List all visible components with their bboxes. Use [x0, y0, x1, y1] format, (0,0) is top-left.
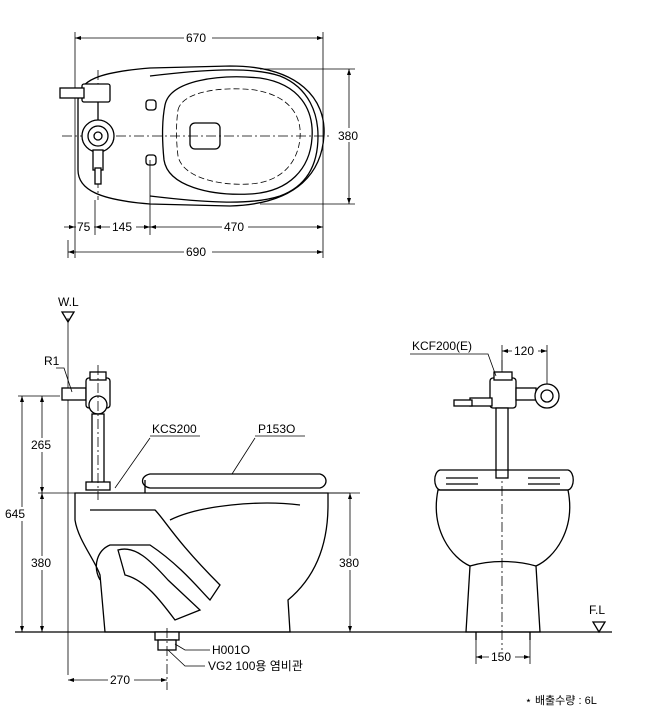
dim-120-label: 120	[514, 344, 534, 358]
plan-view	[59, 32, 355, 258]
dim-645-label: 645	[5, 507, 25, 521]
dim-145-label: 145	[112, 220, 132, 234]
vg2-label: VG2 100용 염비관	[208, 659, 303, 673]
seat-side	[141, 473, 327, 489]
floor-level-marker	[591, 621, 607, 634]
r1-leader	[56, 367, 73, 393]
water-level-marker	[60, 311, 76, 324]
dim-380-plan-label: 380	[338, 129, 358, 143]
p153o-label: P153O	[258, 422, 295, 436]
kcf-leader	[410, 353, 497, 377]
dim-670-label: 670	[186, 31, 206, 45]
dim-380-side-right-label: 380	[339, 556, 359, 570]
front-view	[410, 345, 607, 664]
dim-75-label: 75	[77, 220, 91, 234]
bowl-outline	[77, 65, 325, 207]
dim-690-label: 690	[186, 245, 206, 259]
kcs200-label: KCS200	[152, 422, 197, 436]
dim-380-side-left-label: 380	[31, 556, 51, 570]
toilet-body-side	[74, 492, 329, 633]
discharge-note: ⋆ 배출수량 : 6L	[525, 694, 597, 707]
h001o-label: H001O	[212, 643, 250, 657]
r1-label: R1	[44, 354, 60, 368]
labels: 670 380 75 145 470 690 W.L R1 KCS200 P15…	[4, 31, 605, 707]
side-view	[15, 311, 612, 690]
dim-150-label: 150	[491, 650, 511, 664]
floor-level-label: F.L	[589, 603, 605, 617]
water-level-label: W.L	[58, 295, 79, 309]
dim-270-label: 270	[110, 673, 130, 687]
kcf200e-label: KCF200(E)	[412, 339, 472, 353]
toilet-front-body	[435, 489, 571, 633]
dim-265-label: 265	[31, 438, 51, 452]
dim-470-label: 470	[224, 220, 244, 234]
r1-connector	[61, 387, 87, 401]
